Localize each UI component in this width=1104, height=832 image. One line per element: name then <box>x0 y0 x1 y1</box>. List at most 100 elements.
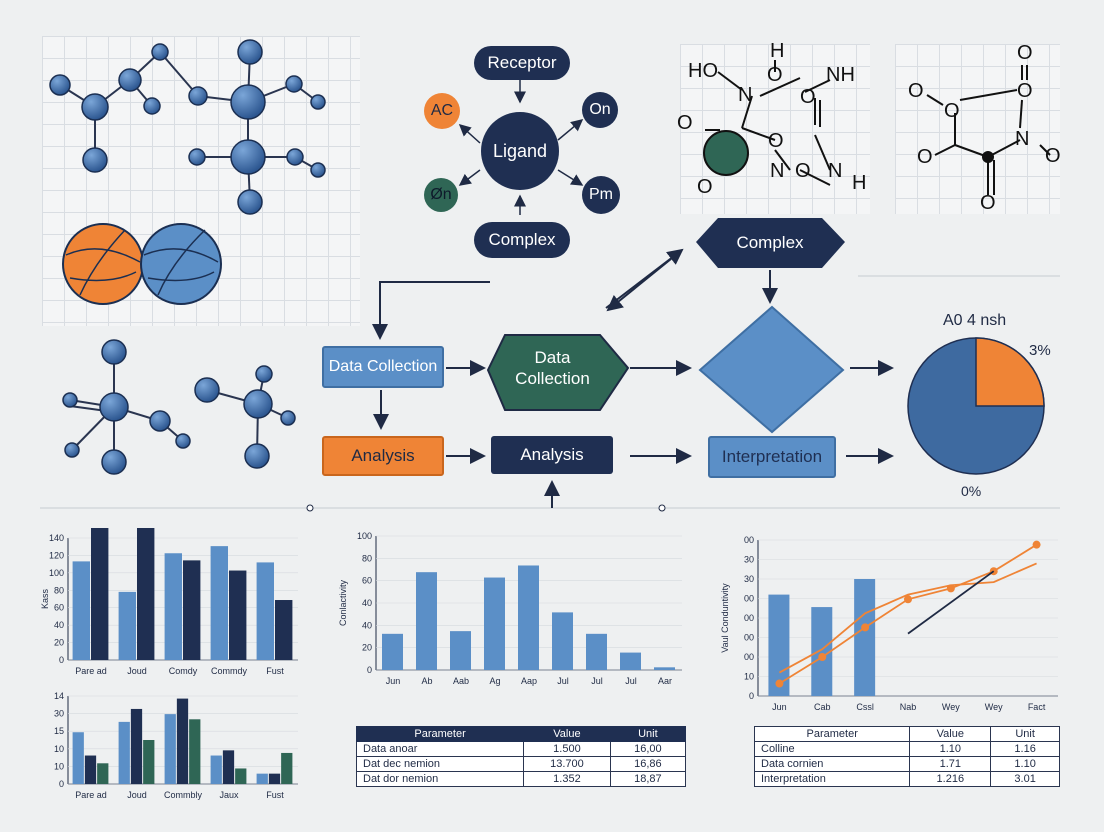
pie-label-top: 3% <box>1029 342 1051 359</box>
bar <box>164 714 176 784</box>
table-cell: Data anoar <box>355 741 525 757</box>
atom-label: O <box>908 80 924 102</box>
table-row: Dat dor nemion 1.352 18,87 <box>355 771 687 787</box>
complex-pill: Complex <box>474 222 570 258</box>
y-tick-label: 0 <box>367 665 372 675</box>
parameter-table-2: Parameter Value Unit Colline 1.10 1.16 D… <box>753 726 1060 787</box>
bar <box>854 579 876 696</box>
x-tick-label: Jun <box>386 676 401 686</box>
data-collection-box: Data Collection <box>322 346 444 388</box>
x-tick-label: Aab <box>453 676 469 686</box>
x-tick-label: Jun <box>772 702 787 712</box>
table-cell: 1.352 <box>523 771 611 787</box>
table-row: Interpretation 1.216 3.01 <box>753 771 1060 787</box>
bar <box>256 773 268 784</box>
table-header: Unit <box>609 726 687 742</box>
grid-panel-mol2 <box>895 44 1060 214</box>
bar <box>97 763 109 784</box>
atom-label: O <box>768 130 784 152</box>
y-tick-label: 10 <box>54 744 64 754</box>
data-collection-shape-label: Data Collection <box>515 348 590 388</box>
x-tick-label: Comdy <box>169 666 198 676</box>
atom-label: NH <box>826 64 855 86</box>
bar <box>256 562 274 660</box>
flow-arrows <box>372 248 894 508</box>
table-cell: Dat dec nemion <box>355 756 525 772</box>
table-cell: 1.500 <box>523 741 611 757</box>
chemical-structure-2-icon <box>926 65 1051 195</box>
atom-label: N <box>828 160 843 182</box>
parameter-table-1: Parameter Value Unit Data anoar 1.500 16… <box>355 726 687 787</box>
y-tick-label: 00 <box>744 613 754 623</box>
y-axis-label: Vaul Conduntivity <box>720 583 730 653</box>
table-cell: Colline <box>753 741 911 757</box>
y-tick-label: 100 <box>357 531 372 541</box>
x-tick-label: Pare ad <box>75 790 107 800</box>
bar <box>620 652 641 670</box>
x-tick-label: Nab <box>900 702 917 712</box>
x-tick-label: Aar <box>658 676 672 686</box>
bar <box>450 631 471 670</box>
y-tick-label: 80 <box>54 585 64 595</box>
ligand-node: Ligand <box>481 112 559 190</box>
atom-label: O <box>800 86 816 108</box>
receptor-pill: Receptor <box>474 46 570 80</box>
y-tick-label: 00 <box>744 594 754 604</box>
data-point <box>775 679 784 688</box>
bar <box>275 600 293 660</box>
atom-label: H <box>852 172 867 194</box>
on-node-green: Øn <box>424 178 458 212</box>
bar <box>137 528 155 660</box>
bar <box>268 773 281 784</box>
x-tick-label: Fact <box>1028 702 1046 712</box>
data-point <box>861 623 870 632</box>
y-tick-label: 30 <box>744 555 754 565</box>
bar <box>654 667 675 670</box>
x-tick-label: Ag <box>489 676 500 686</box>
pie-chart: A0 4 nsh 3% 0% <box>907 312 1051 499</box>
bar <box>518 565 539 670</box>
y-tick-label: 100 <box>49 568 64 578</box>
bar <box>72 732 84 784</box>
interpretation-box: Interpretation <box>708 436 836 478</box>
table-cell: 16,86 <box>609 756 687 772</box>
x-tick-label: Wey <box>985 702 1003 712</box>
bar <box>484 577 505 670</box>
y-tick-label: 0 <box>59 779 64 789</box>
chemical-structure-1-icon <box>705 60 831 186</box>
table-cell: 1.216 <box>909 771 992 787</box>
green-ring-icon <box>703 130 749 176</box>
table-row: Data anoar 1.500 16,00 <box>355 741 687 757</box>
x-tick-label: Jul <box>557 676 569 686</box>
table-row: Colline 1.10 1.16 <box>753 741 1060 757</box>
bar <box>811 607 833 696</box>
y-tick-label: 30 <box>744 574 754 584</box>
x-tick-label: Jul <box>591 676 603 686</box>
sphere-pair-icon <box>62 223 222 305</box>
y-tick-label: 00 <box>744 652 754 662</box>
atom-label: N <box>738 84 753 106</box>
atom-label: O <box>980 192 996 214</box>
bar <box>176 698 189 784</box>
bar <box>210 755 222 784</box>
bar <box>189 719 201 784</box>
bar <box>72 561 90 660</box>
bar <box>118 591 136 660</box>
atom-label: O <box>917 146 933 168</box>
bar <box>586 633 607 670</box>
bar <box>235 768 247 784</box>
x-tick-label: Commdy <box>211 666 248 676</box>
atom-label: H <box>770 40 785 62</box>
data-point <box>1032 540 1041 549</box>
bar <box>164 553 182 660</box>
y-tick-label: 140 <box>49 533 64 543</box>
bar <box>222 750 235 784</box>
table-header: Value <box>909 726 992 742</box>
y-axis-label: Conlactivity <box>338 579 348 626</box>
atom-label: O <box>1045 145 1061 167</box>
atom-label: O <box>677 112 693 134</box>
analysis-box-orange: Analysis <box>322 436 444 476</box>
x-tick-label: Aap <box>521 676 537 686</box>
